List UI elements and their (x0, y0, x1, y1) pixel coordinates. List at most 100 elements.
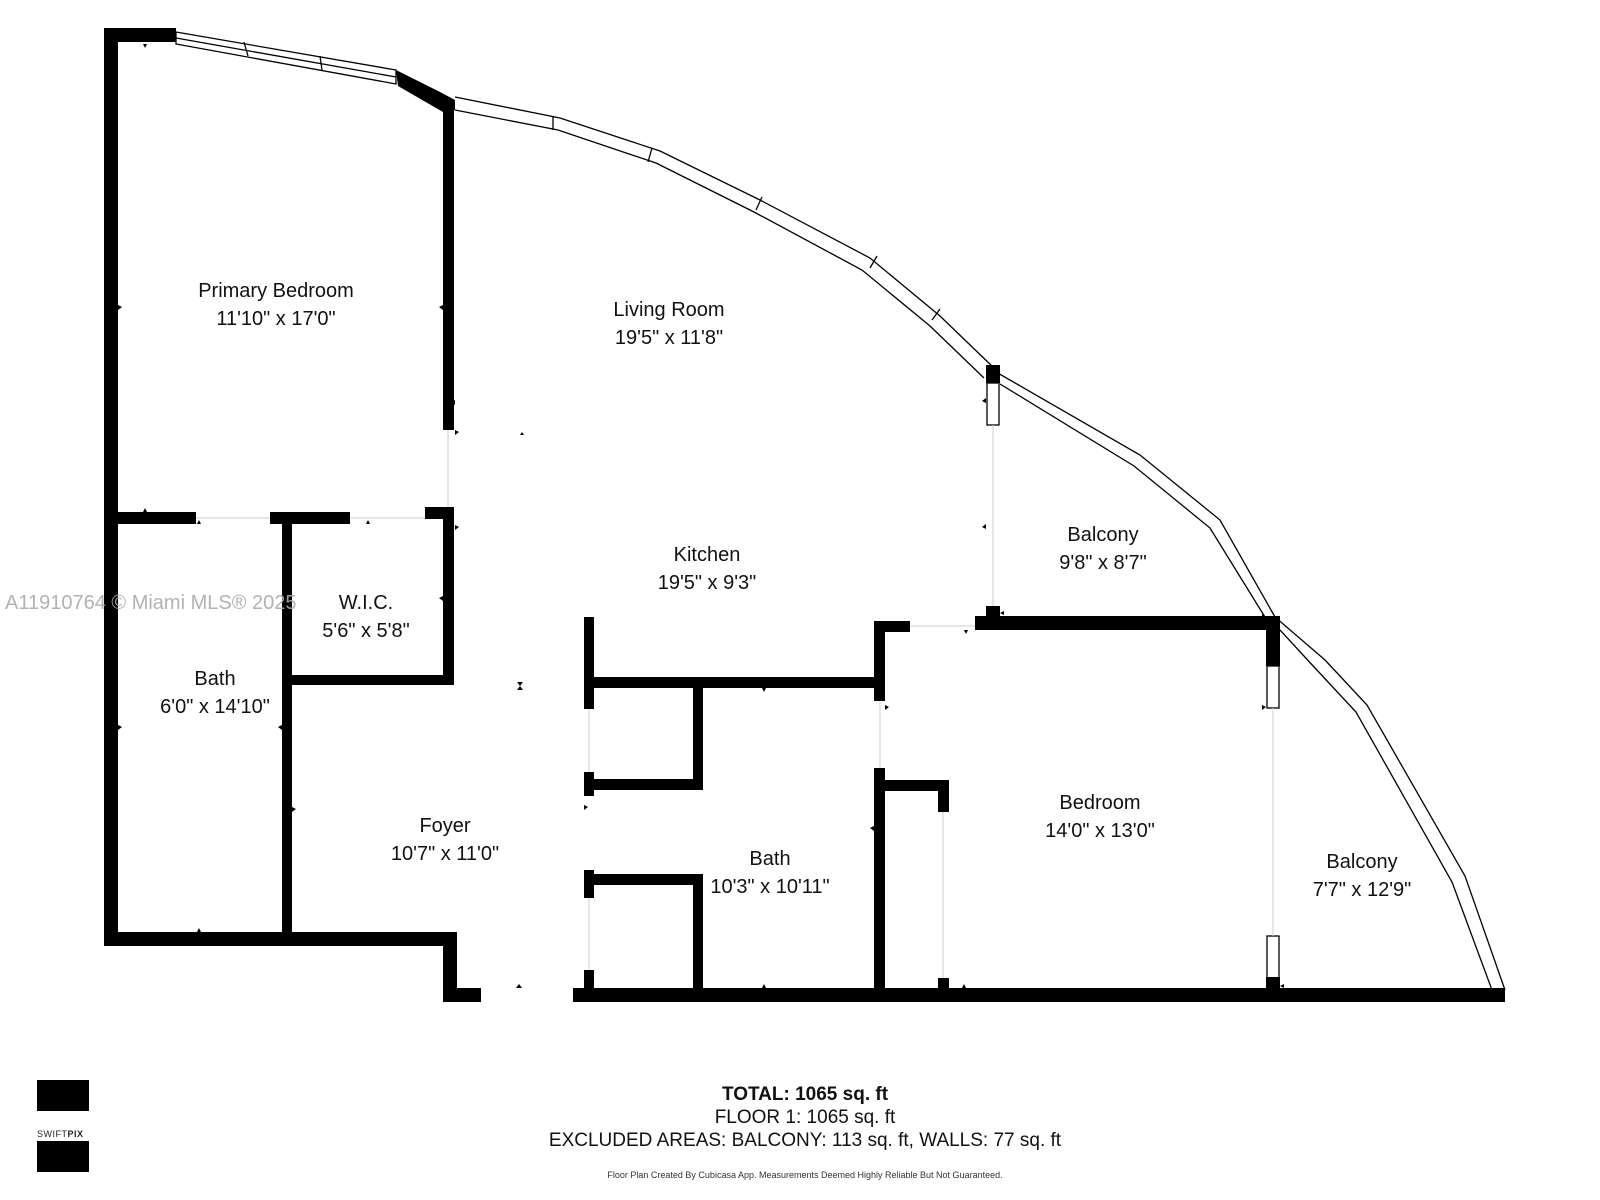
window (1279, 629, 1493, 991)
wall (986, 365, 1000, 383)
window (454, 96, 995, 369)
window-mullion (243, 41, 249, 57)
wall (986, 606, 1000, 630)
door-marker (962, 984, 966, 988)
door-marker (885, 705, 889, 710)
room-size-bedroom: 14'0" x 13'0" (1045, 820, 1155, 842)
window (454, 109, 985, 379)
wall (693, 677, 703, 789)
room-size-primary-bedroom: 11'10" x 17'0" (216, 308, 335, 330)
room-size-bath-1: 6'0" x 14'10" (160, 696, 270, 718)
wall (104, 512, 196, 524)
disclaimer: Floor Plan Created By Cubicasa App. Meas… (607, 1170, 1003, 1180)
door-marker (520, 432, 524, 435)
wall (443, 507, 454, 685)
door-marker (455, 525, 459, 530)
wall (443, 988, 481, 1002)
wall (1266, 977, 1280, 1002)
room-name-bedroom: Bedroom (1059, 792, 1140, 814)
room-size-wic: 5'6" x 5'8" (322, 620, 409, 642)
door-marker (1280, 984, 1284, 988)
wall (584, 677, 884, 688)
door-marker (292, 807, 296, 812)
door-marker (870, 826, 874, 831)
door-marker (143, 508, 147, 512)
room-size-balcony-2: 7'7" x 12'9" (1313, 879, 1412, 901)
room-name-wic: W.I.C. (339, 592, 393, 614)
door-markers (118, 44, 1284, 988)
window (995, 371, 1276, 618)
door-marker (762, 688, 766, 692)
swiftpix-logo: SWIFTPIX (37, 1080, 89, 1172)
room-labels: Primary Bedroom 11'10" x 17'0" Living Ro… (160, 280, 1411, 901)
logo-brand-text: SWIFTPIX (37, 1129, 84, 1139)
room-size-foyer: 10'7" x 11'0" (391, 843, 499, 865)
window-mullion (647, 147, 653, 163)
wall (104, 932, 455, 946)
wall (396, 70, 455, 112)
door-marker (455, 430, 459, 435)
watermark: A11910764 © Miami MLS® 2025 (5, 592, 296, 614)
window (1274, 616, 1506, 991)
room-name-foyer: Foyer (419, 815, 470, 837)
wall (938, 780, 949, 812)
door-marker (517, 686, 523, 690)
window (986, 382, 1000, 426)
wall (573, 988, 1505, 1002)
door-marker (982, 524, 986, 529)
logo-brand-light: SWIFT (37, 1129, 68, 1139)
door-marker (1262, 705, 1266, 710)
window (1397, 988, 1465, 1002)
door-marker (197, 520, 201, 524)
door-marker (366, 520, 370, 524)
door-marker (584, 805, 588, 810)
wall (975, 616, 1277, 630)
door-marker (516, 984, 522, 988)
window-mullion (931, 308, 941, 321)
door-marker (1000, 611, 1004, 615)
walls (104, 28, 1505, 1002)
room-name-bath-1: Bath (194, 668, 235, 690)
room-size-living-room: 19'5" x 11'8" (615, 327, 723, 349)
window-mullion (755, 196, 763, 211)
door-marker (439, 596, 443, 601)
wall (584, 772, 594, 796)
wall (443, 932, 457, 1002)
door-marker (982, 398, 986, 403)
door-marker (1262, 614, 1266, 620)
door-marker (118, 725, 122, 730)
door-marker (964, 630, 968, 634)
room-name-kitchen: Kitchen (674, 544, 741, 566)
door-marker (439, 305, 443, 310)
door-marker (197, 928, 201, 932)
window (175, 31, 397, 85)
room-name-balcony-1: Balcony (1067, 524, 1138, 546)
wall (874, 621, 885, 701)
wall (584, 970, 594, 1002)
door-marker (278, 725, 282, 730)
room-name-living-room: Living Room (613, 299, 724, 321)
wall (282, 512, 292, 936)
windows (175, 31, 1506, 1002)
room-name-bath-2: Bath (749, 848, 790, 870)
door-marker (118, 305, 122, 310)
logo-top-block (37, 1080, 89, 1111)
door-marker (762, 984, 766, 988)
window (1266, 935, 1280, 979)
room-name-primary-bedroom: Primary Bedroom (198, 280, 354, 302)
door-marker (517, 682, 523, 686)
wall (104, 28, 118, 946)
wall (1266, 616, 1280, 666)
logo-brand-bold: PIX (67, 1129, 84, 1139)
room-name-balcony-2: Balcony (1326, 851, 1397, 873)
wall (584, 617, 594, 709)
total-area: TOTAL: 1065 sq. ft (721, 1084, 889, 1105)
room-size-bath-2: 10'3" x 10'11" (710, 876, 829, 898)
wall (584, 874, 703, 885)
logo-bottom-block (37, 1141, 89, 1172)
area-totals: TOTAL: 1065 sq. ft FLOOR 1: 1065 sq. ft … (0, 1083, 1600, 1152)
door-marker (366, 675, 370, 679)
window-mullion (319, 55, 323, 71)
wall (104, 28, 176, 42)
excluded-areas: EXCLUDED AREAS: BALCONY: 113 sq. ft, WAL… (548, 1130, 1062, 1151)
